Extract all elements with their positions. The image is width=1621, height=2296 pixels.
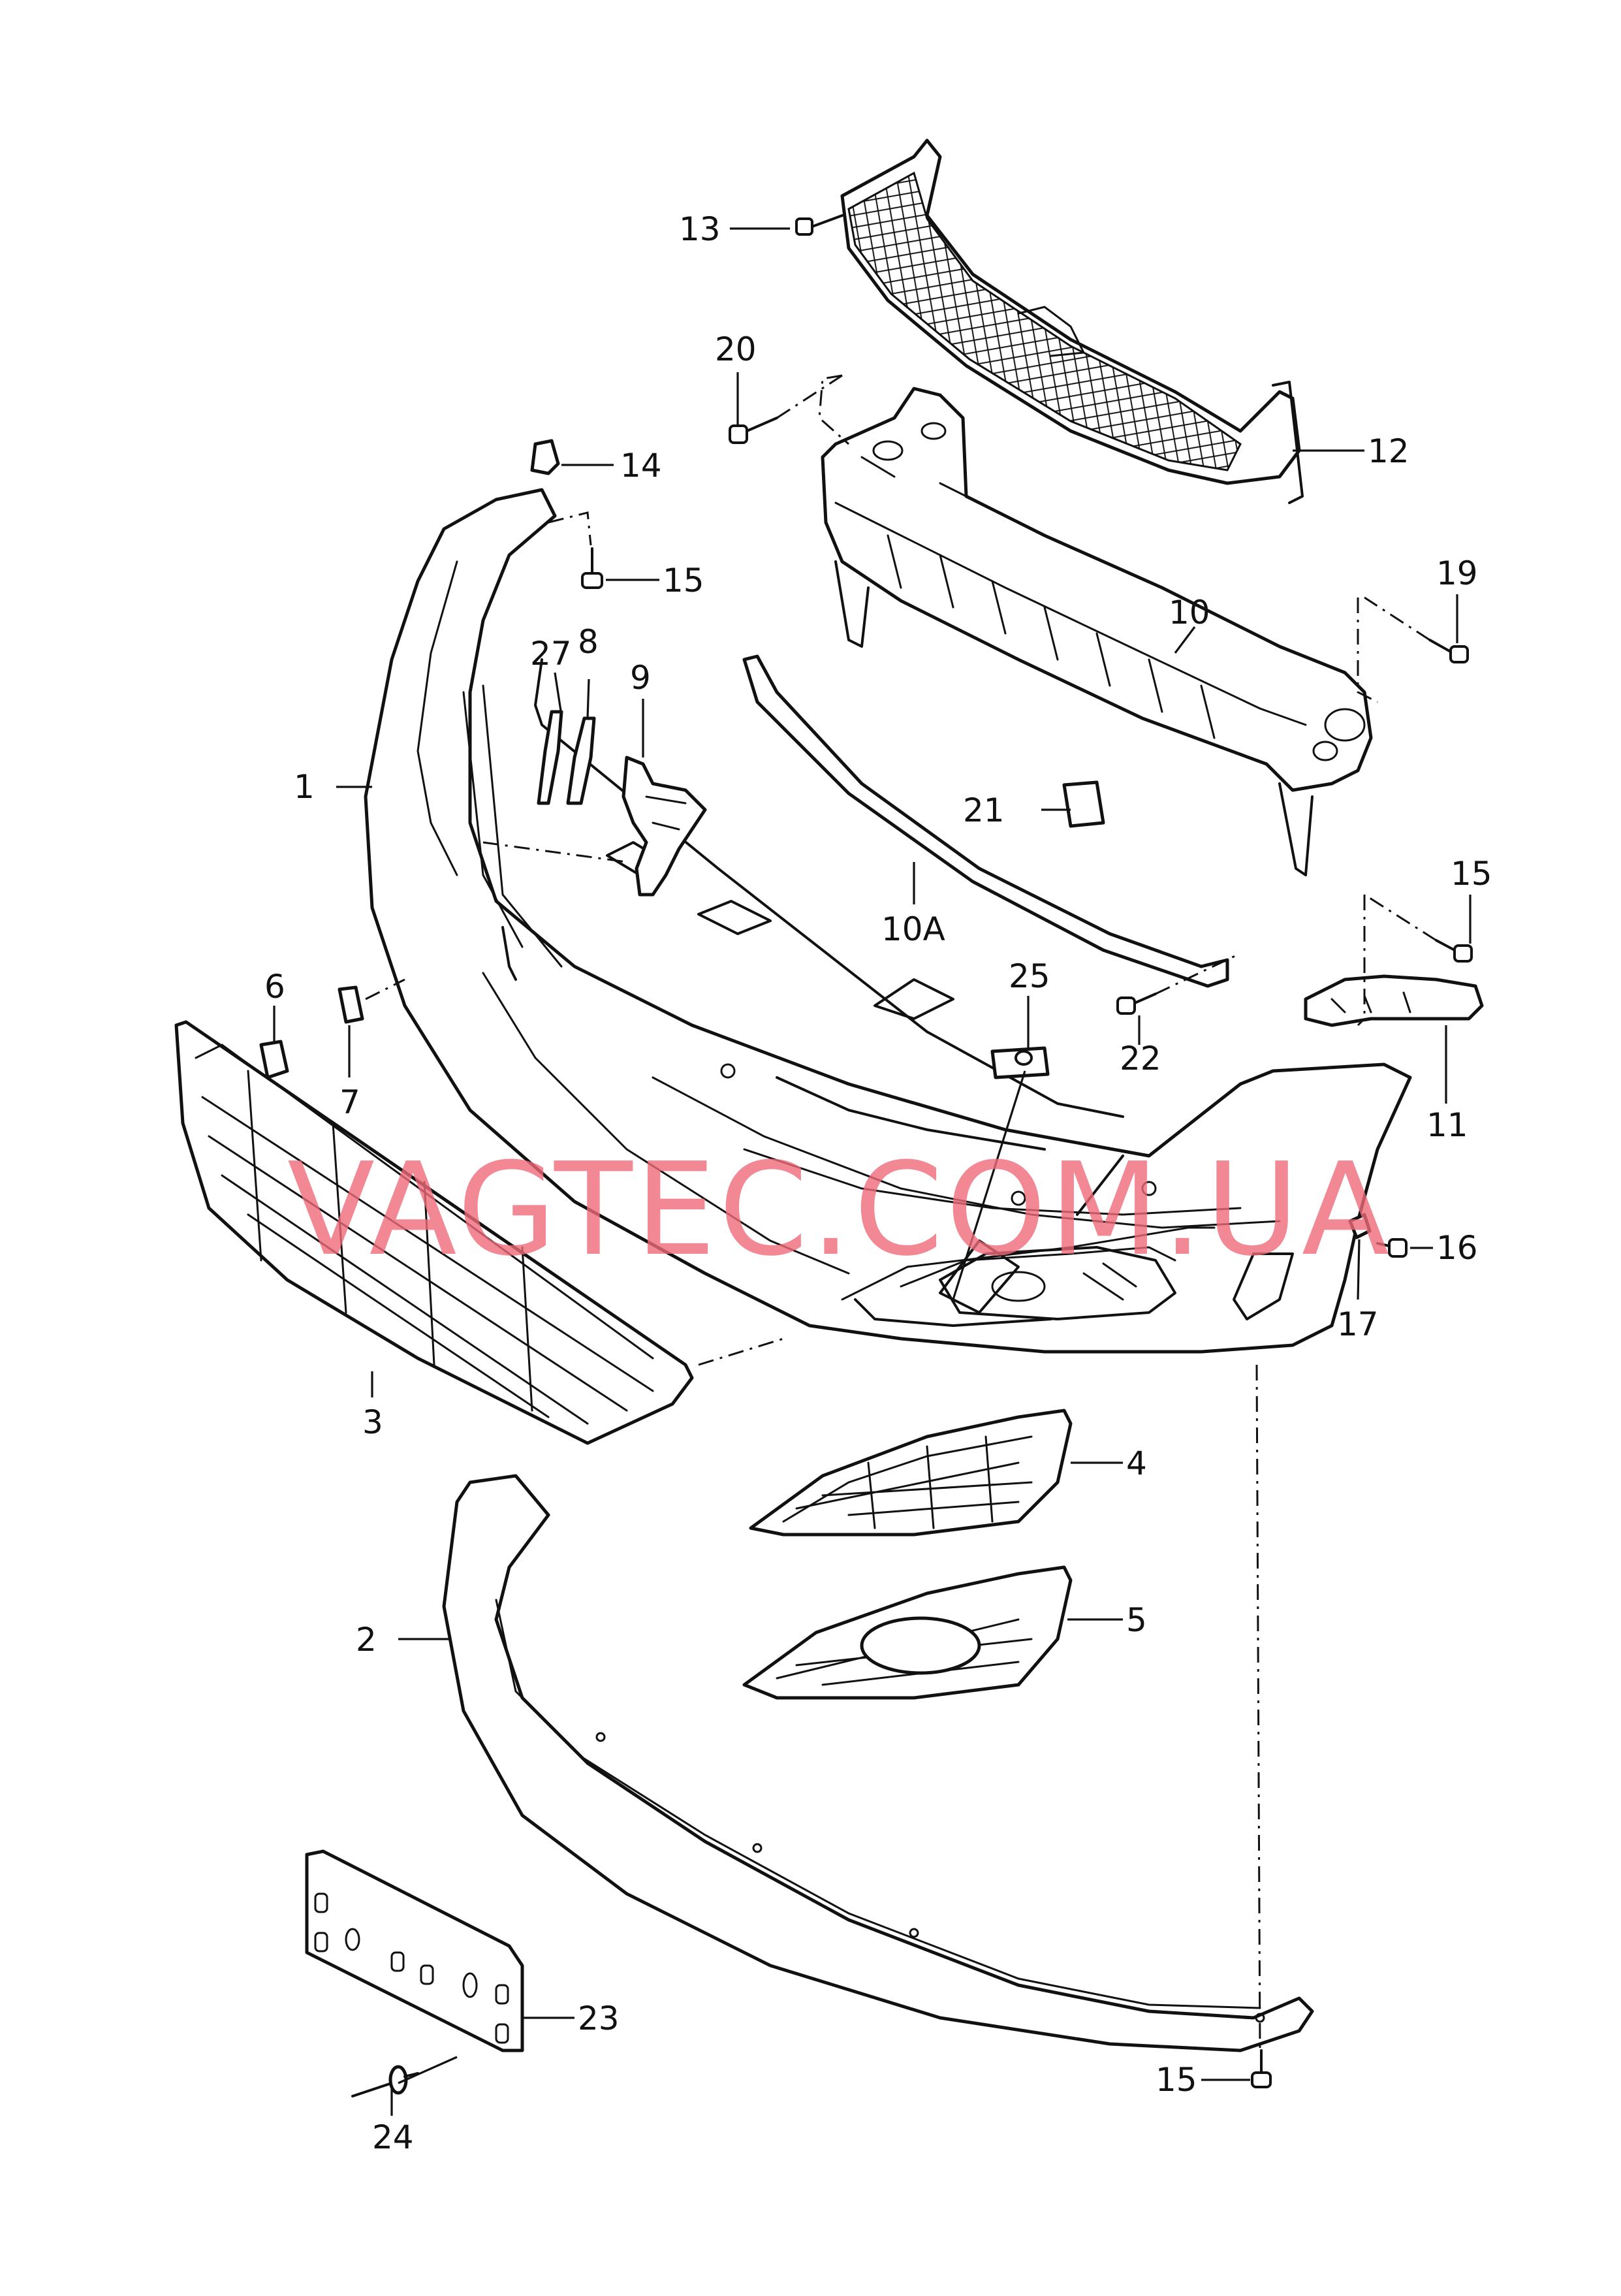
upper-air-guide-grille: [840, 138, 1304, 504]
callout-11: 11: [1426, 1106, 1468, 1144]
assembly-line: [1357, 598, 1378, 703]
callout-2: 2: [356, 1621, 377, 1659]
callout-21: 21: [963, 791, 1005, 829]
assembly-line: [548, 511, 592, 546]
screw-15-lower: [1251, 2049, 1272, 2088]
callout-4: 4: [1126, 1444, 1147, 1482]
callout-20: 20: [715, 330, 757, 368]
leader-line: [1357, 1239, 1361, 1300]
assembly-line: [818, 374, 849, 445]
plate-rivet: [351, 2065, 419, 2097]
assembly-line: [698, 1337, 784, 1366]
screw-15-upper: [581, 547, 603, 589]
callout-23: 23: [578, 2000, 620, 2037]
callout-7: 7: [339, 1083, 360, 1121]
side-guide-bracket-11: [1304, 974, 1484, 1027]
callout-8: 8: [578, 623, 599, 661]
pad-21: [1062, 780, 1105, 828]
callout-17: 17: [1337, 1305, 1379, 1343]
callout-10a: 10A: [881, 910, 945, 948]
assembly-line: [1364, 893, 1437, 942]
callout-25: 25: [1009, 957, 1050, 995]
callout-16: 16: [1436, 1229, 1478, 1267]
callout-14: 14: [620, 447, 662, 485]
assembly-line: [1255, 1364, 1261, 2051]
callout-6: 6: [264, 968, 285, 1006]
screw-13: [795, 214, 843, 236]
assembly-line: [482, 841, 627, 863]
guide-strip-8: [566, 716, 596, 805]
assembly-line: [365, 978, 405, 1000]
screw-16: [1376, 1238, 1408, 1258]
assembly-line: [1357, 895, 1366, 1027]
callout-24: 24: [372, 2118, 414, 2156]
lower-spoiler: [442, 1474, 1314, 2052]
side-bracket-9: [622, 756, 707, 897]
clip-17: [1348, 1213, 1372, 1239]
callout-12: 12: [1368, 432, 1409, 470]
callout-9: 9: [630, 659, 651, 697]
callout-1: 1: [294, 768, 315, 806]
screw-19: [1428, 639, 1469, 663]
callout-5: 5: [1126, 1601, 1147, 1639]
screw-15-right: [1435, 939, 1473, 963]
assembly-line: [1364, 596, 1430, 641]
callout-27: 27: [530, 635, 572, 673]
lower-reinforcement-strip: [742, 654, 1229, 988]
watermark: VAGTEC.COM.UA: [287, 1136, 1392, 1284]
callout-19: 19: [1436, 554, 1478, 592]
callout-15-lower: 15: [1156, 2061, 1197, 2099]
clip-6: [259, 1040, 289, 1079]
callout-10: 10: [1169, 594, 1210, 631]
callout-22: 22: [1120, 1040, 1161, 1077]
leader-line: [554, 672, 563, 716]
clip-nut-14: [530, 439, 560, 475]
clip-25: [990, 1046, 1050, 1079]
screw-20: [729, 417, 778, 444]
clip-7: [338, 985, 364, 1024]
center-lower-grille: [174, 1020, 694, 1445]
assembly-line: [776, 374, 843, 419]
callout-13: 13: [679, 210, 721, 248]
leader-line: [1174, 626, 1196, 654]
leader-line: [398, 2056, 458, 2084]
callout-3: 3: [362, 1403, 383, 1441]
side-grille-right: [742, 1565, 1073, 1700]
license-plate-holder: [305, 1849, 524, 2052]
callout-15-right: 15: [1451, 855, 1492, 893]
bumper-reinforcement-beam: [821, 387, 1373, 876]
leader-line: [952, 1070, 1026, 1300]
bumper-cover: [364, 488, 1412, 1354]
side-grille-left: [749, 1409, 1073, 1537]
leader-line: [586, 678, 590, 719]
callout-15-upper: 15: [663, 562, 704, 599]
screw-22: [1116, 993, 1157, 1015]
